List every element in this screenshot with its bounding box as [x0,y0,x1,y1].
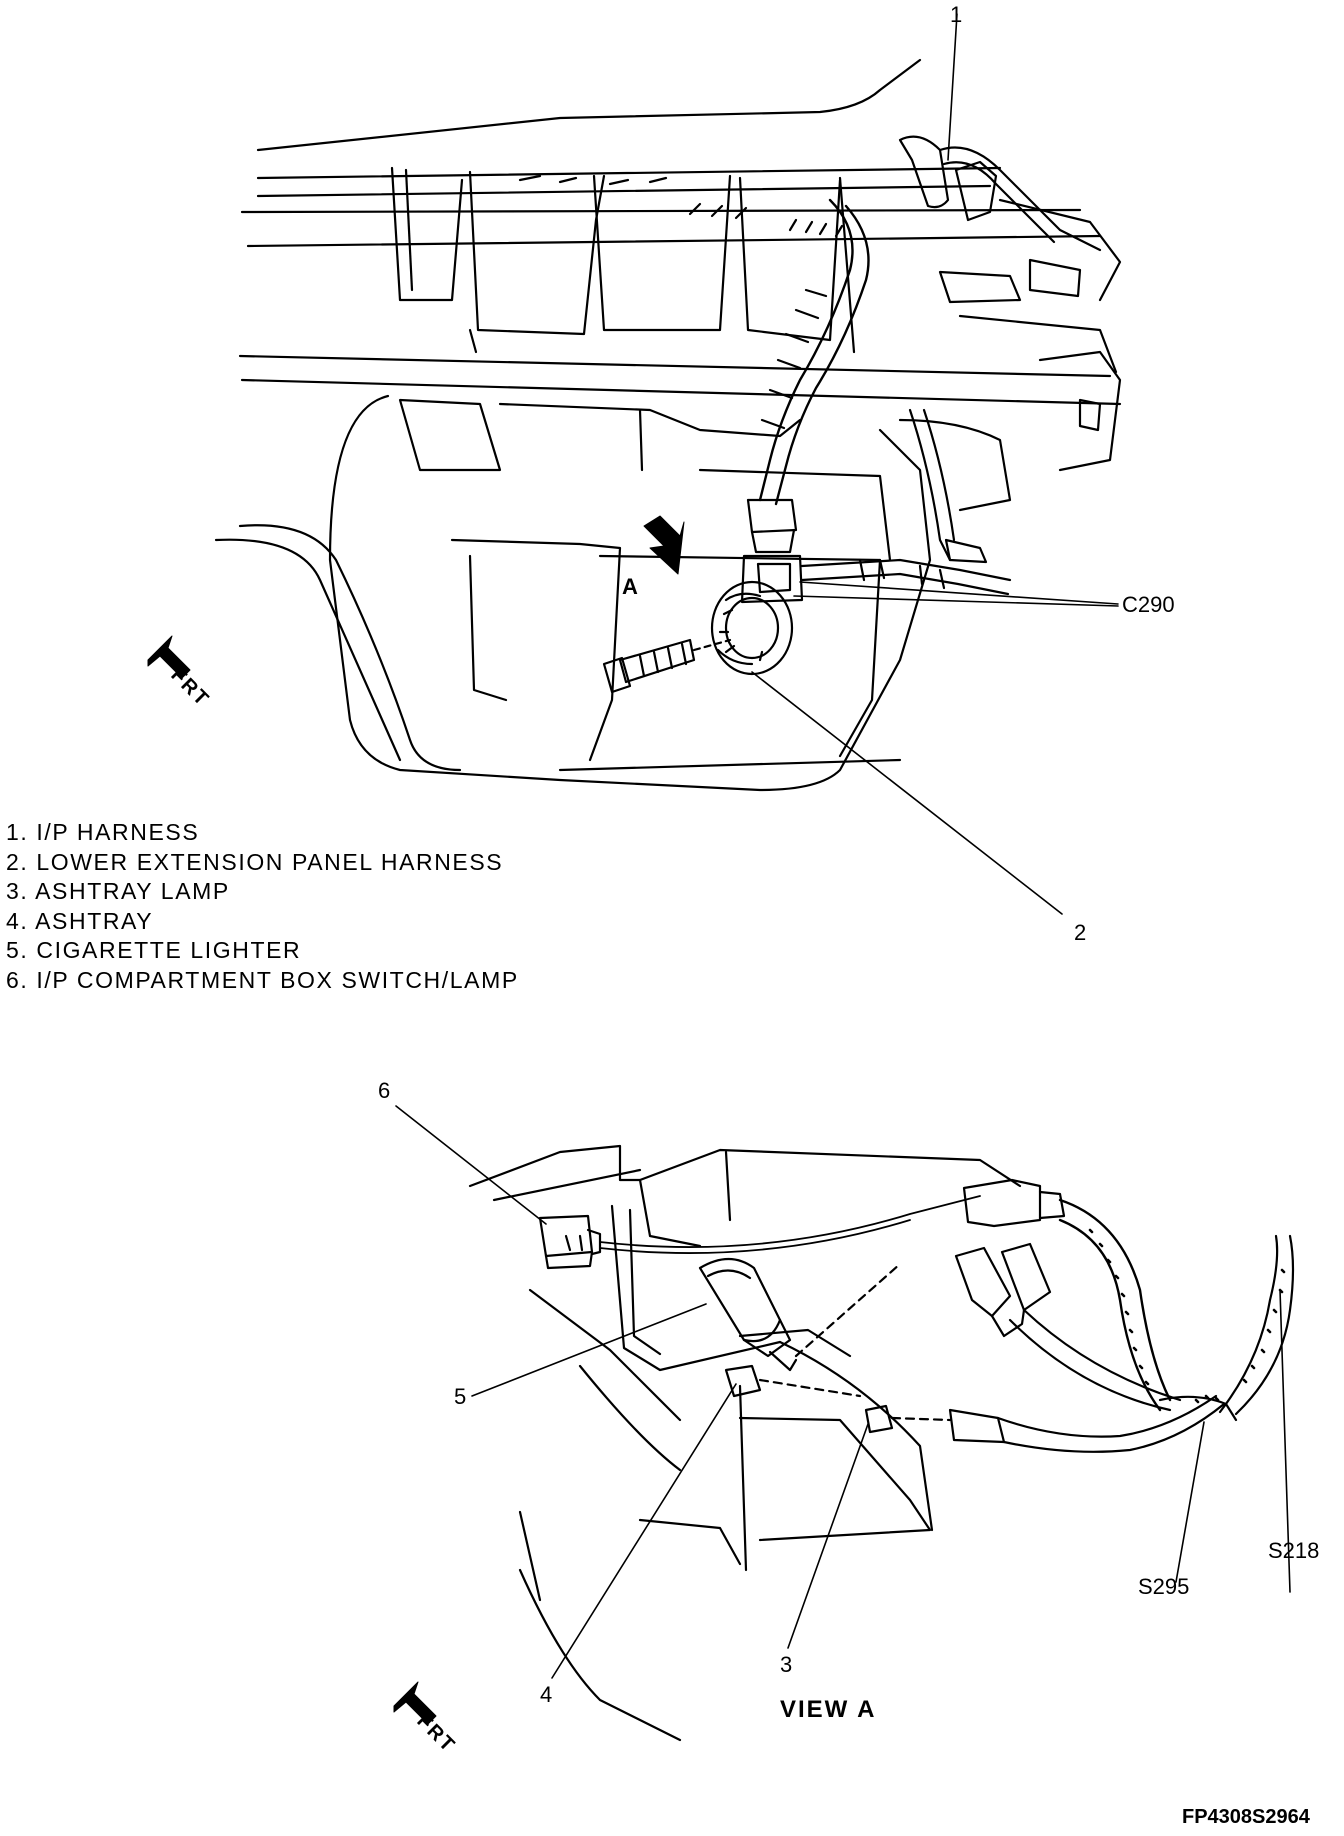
legend-item-2: 2. LOWER EXTENSION PANEL HARNESS [6,848,504,875]
callout-5: 5 [454,1384,467,1409]
callout-1: 1 [950,2,963,27]
figure-id: FP4308S2964 [1182,1806,1310,1828]
callout-6: 6 [378,1078,391,1103]
view-a-title: VIEW A [780,1696,877,1723]
callout-s295: S295 [1138,1574,1190,1599]
legend-item-6: 6. I/P COMPARTMENT BOX SWITCH/LAMP [6,966,519,993]
view-a-marker: A [622,574,638,599]
parts-legend: 1. I/P HARNESS 2. LOWER EXTENSION PANEL … [6,818,519,995]
callout-s218: S218 [1268,1538,1320,1563]
legend-item-1: 1. I/P HARNESS [6,819,200,845]
legend-item-5: 5. CIGARETTE LIGHTER [6,937,302,963]
view-a-drawing [393,1105,1295,1742]
callout-2: 2 [1074,920,1087,945]
callout-3: 3 [780,1652,793,1677]
legend-item-4: 4. ASHTRAY [6,907,154,934]
instrument-panel-drawing [147,13,1122,915]
legend-item-3: 3. ASHTRAY LAMP [6,878,230,904]
callout-4: 4 [540,1682,553,1707]
callout-c290: C290 [1122,592,1175,617]
